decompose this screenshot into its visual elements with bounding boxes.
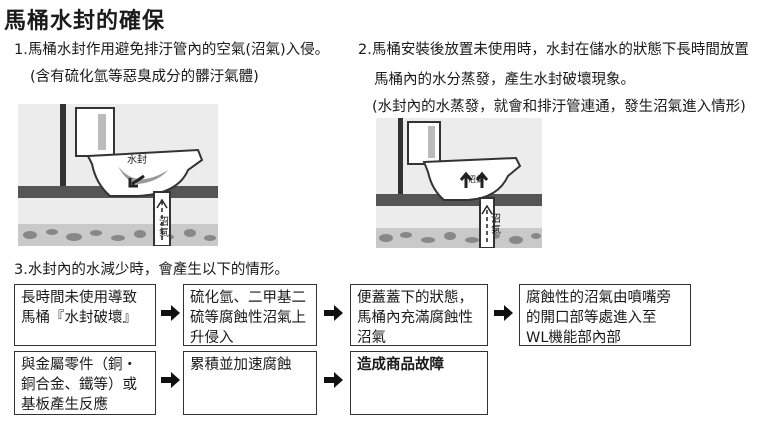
water-seal-label: 水封 [127,155,147,166]
gas-label-bottom: 沼氣 [491,214,501,236]
right-arrow-icon [324,372,343,388]
gas-label-top: 沼氣 [468,175,484,184]
flow-box-6: 累積並加速腐蝕 [183,351,317,415]
right-arrow-icon [161,305,180,321]
section2-line3: (水封內的水蒸發，就會和排汙管連通，發生沼氣進入情形) [372,99,746,115]
right-arrow-icon [161,372,180,388]
flow-box-4: 腐蝕性的沼氣由噴嘴旁 的開口部等處進入至 WL機能部內部 [519,284,691,346]
section3-heading: 3.水封內的水減少時，會產生以下的情形。 [14,262,289,278]
section2-line1: 2.馬桶安裝後放置未使用時，水封在儲水的狀態下長時間放置 [358,42,749,58]
section2-line2: 馬桶內的水分蒸發，產生水封破壞現象。 [374,72,635,88]
toilet-broken-seal-illustration [376,118,542,248]
flow-box-2: 硫化氫、二甲基二 硫等腐蝕性沼氣上 升侵入 [183,284,317,346]
toilet-water-seal-illustration [18,104,218,246]
section1-line1: 1.馬桶水封作用避免排汙管內的空氣(沼氣)入侵。 [14,42,330,58]
page-title: 馬桶水封的確保 [4,9,166,34]
flow-box-5: 與金屬零件（銅・ 銅合金、鐵等）或 基板產生反應 [14,351,156,415]
flow-box-7: 造成商品故障 [350,351,488,415]
section1-line2: (含有硫化氫等惡臭成分的髒汙氣體) [30,69,259,85]
right-arrow-icon [494,305,513,321]
right-arrow-icon [324,305,343,321]
flow-box-3: 便蓋蓋下的狀態， 馬桶內充滿腐蝕性 沼氣 [350,284,488,346]
gas-label: 沼氣 [159,217,169,239]
flow-box-1: 長時間未使用導致 馬桶『水封破壞』 [14,284,156,346]
